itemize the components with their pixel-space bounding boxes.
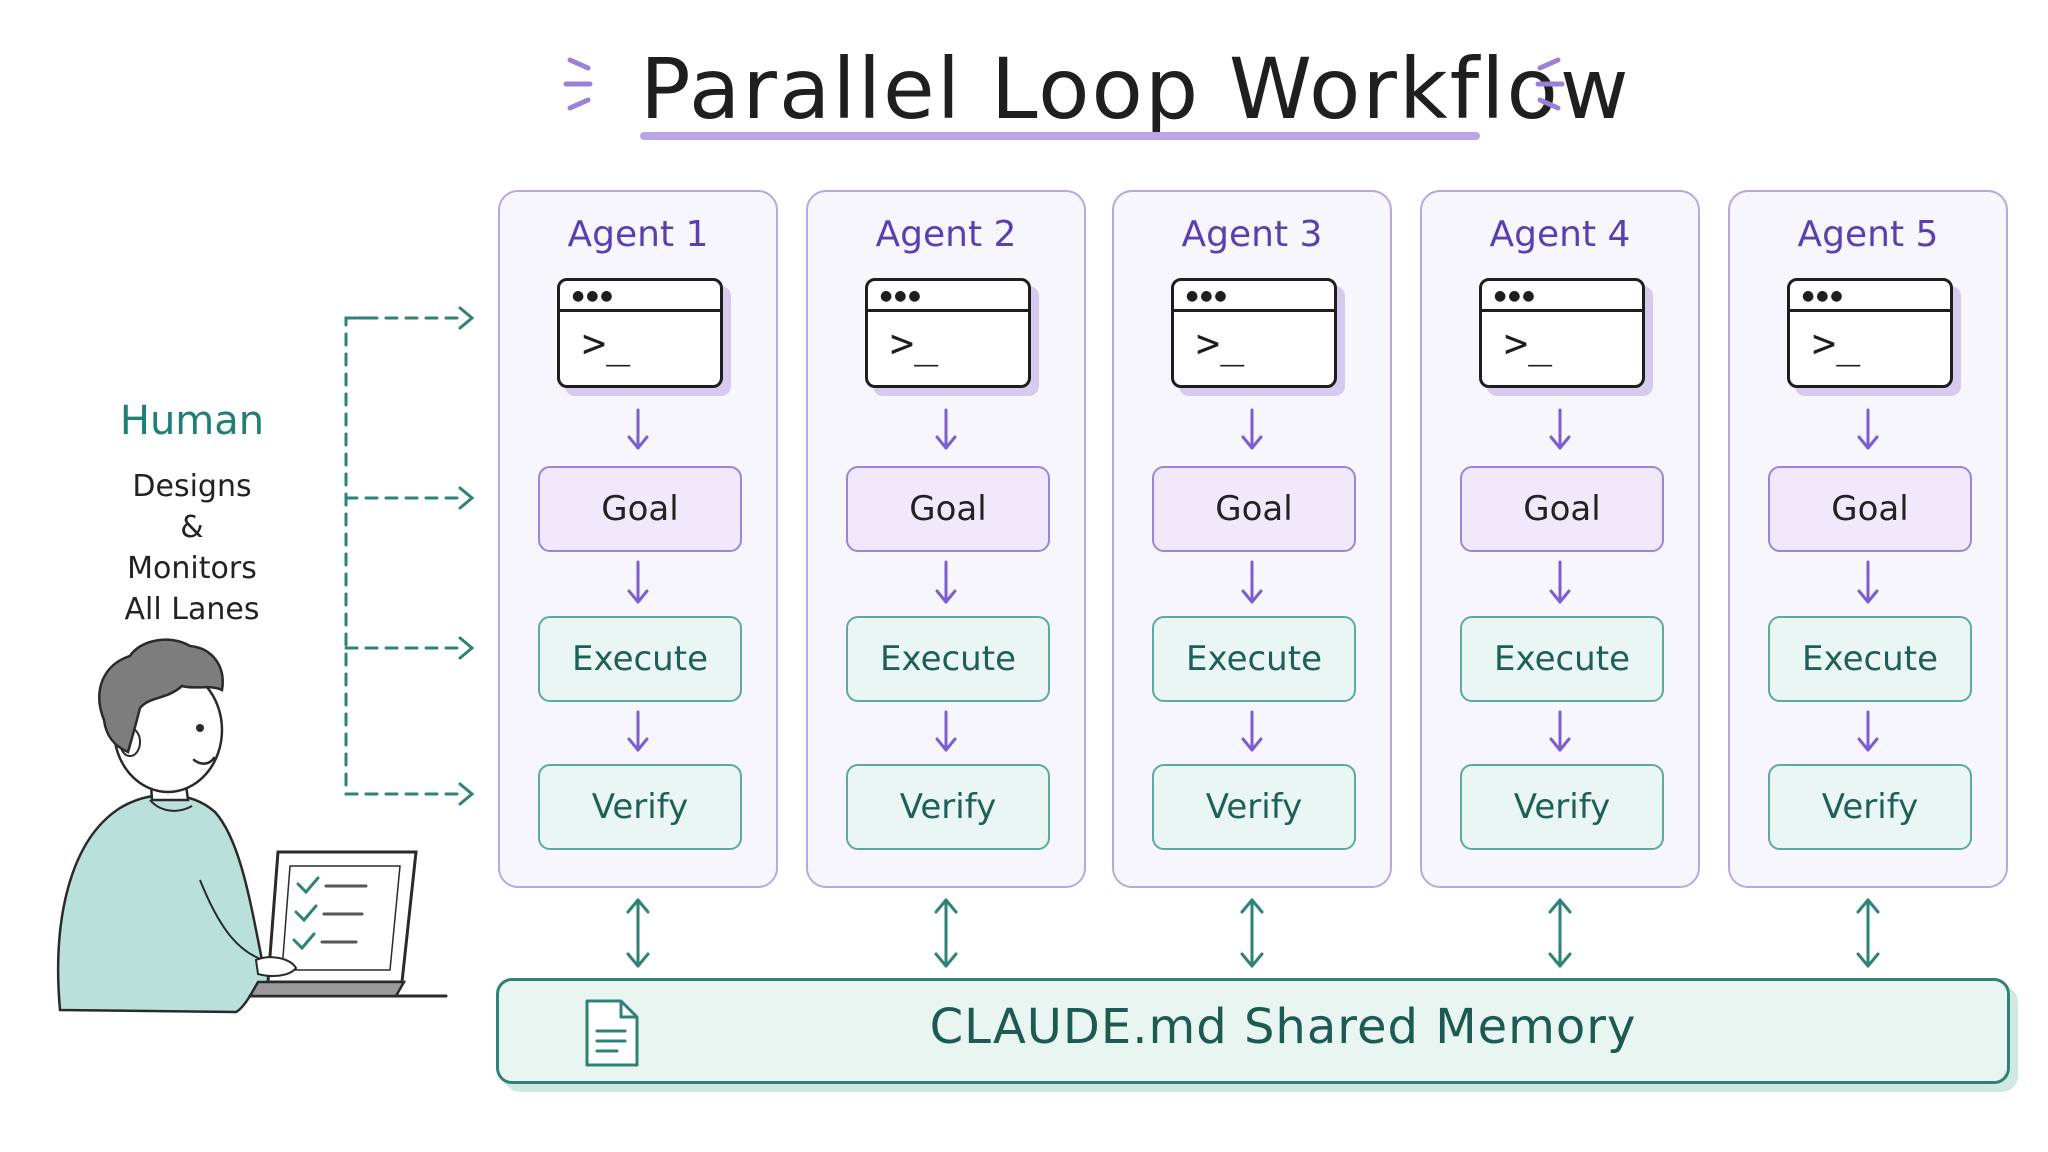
terminal-icon: ●●● >_ — [1787, 278, 1953, 388]
laptop-icon — [247, 850, 418, 998]
verify-step: Verify — [846, 764, 1050, 850]
human-arrow-head — [458, 486, 475, 510]
window-dots-icon: ●●● — [1802, 288, 1845, 304]
goal-step: Goal — [538, 466, 742, 552]
bidirectional-arrow-icon — [626, 898, 650, 968]
execute-step: Execute — [1460, 616, 1664, 702]
window-dots-icon: ●●● — [880, 288, 923, 304]
window-dots-icon: ●●● — [572, 288, 615, 304]
arrow-down-icon — [1857, 710, 1879, 752]
bidirectional-arrow-icon — [1856, 898, 1880, 968]
sparkle-right-icon — [1535, 57, 1565, 111]
human-arrow-head — [458, 306, 475, 330]
goal-step: Goal — [1460, 466, 1664, 552]
sparkle-left-icon — [563, 57, 593, 111]
terminal-prompt: >_ — [582, 321, 631, 367]
human-title: Human — [119, 398, 265, 444]
verify-step: Verify — [1152, 764, 1356, 850]
human-description-line: All Lanes — [124, 592, 260, 627]
title-bar-line — [868, 309, 1028, 312]
arrow-down-icon — [1241, 560, 1263, 604]
shared-memory-bar: CLAUDE.md Shared Memory — [496, 978, 2010, 1084]
goal-step: Goal — [846, 466, 1050, 552]
human-illustration — [56, 316, 460, 1014]
bidirectional-arrow-icon — [934, 898, 958, 968]
terminal-icon: ●●● >_ — [557, 278, 723, 388]
terminal-prompt: >_ — [1812, 321, 1861, 367]
human-arrow-head — [458, 636, 475, 660]
arrow-down-icon — [1241, 408, 1263, 450]
execute-step: Execute — [846, 616, 1050, 702]
terminal-icon: ●●● >_ — [865, 278, 1031, 388]
arrow-down-icon — [1549, 408, 1571, 450]
verify-step: Verify — [538, 764, 742, 850]
arrow-down-icon — [627, 408, 649, 450]
goal-step: Goal — [1768, 466, 1972, 552]
window-dots-icon: ●●● — [1186, 288, 1229, 304]
bidirectional-arrow-icon — [1548, 898, 1572, 968]
monitor-arrows — [344, 316, 460, 796]
terminal-prompt: >_ — [1504, 321, 1553, 367]
window-dots-icon: ●●● — [1494, 288, 1537, 304]
verify-step: Verify — [1768, 764, 1972, 850]
arrow-down-icon — [1549, 560, 1571, 604]
agent-title: Agent 2 — [875, 214, 1017, 255]
human-description-line: Monitors — [127, 551, 257, 586]
terminal-icon: ●●● >_ — [1171, 278, 1337, 388]
arrow-down-icon — [627, 710, 649, 752]
arrow-down-icon — [935, 710, 957, 752]
arrow-down-icon — [627, 560, 649, 604]
arrow-down-icon — [1857, 408, 1879, 450]
agent-title: Agent 5 — [1797, 214, 1939, 255]
execute-step: Execute — [538, 616, 742, 702]
bidirectional-arrow-icon — [1240, 898, 1264, 968]
arrow-down-icon — [935, 408, 957, 450]
goal-step: Goal — [1152, 466, 1356, 552]
terminal-prompt: >_ — [890, 321, 939, 367]
agent-title: Agent 3 — [1181, 214, 1323, 255]
arrow-down-icon — [1549, 710, 1571, 752]
agent-title: Agent 4 — [1489, 214, 1631, 255]
human-description-line: & — [180, 510, 204, 545]
document-icon — [585, 999, 639, 1067]
verify-step: Verify — [1460, 764, 1664, 850]
arrow-down-icon — [1857, 560, 1879, 604]
title-bar-line — [560, 309, 720, 312]
title-bar-line — [1174, 309, 1334, 312]
arrow-down-icon — [1241, 710, 1263, 752]
title-bar-line — [1482, 309, 1642, 312]
arrow-down-icon — [935, 560, 957, 604]
agent-title: Agent 1 — [567, 214, 709, 255]
terminal-prompt: >_ — [1196, 321, 1245, 367]
shared-memory-label: CLAUDE.md Shared Memory — [929, 999, 1637, 1055]
terminal-icon: ●●● >_ — [1479, 278, 1645, 388]
human-arrow-head — [458, 782, 475, 806]
human-description: Designs & Monitors All Lanes — [92, 466, 292, 630]
human-description-line: Designs — [132, 469, 252, 504]
page-title: Parallel Loop Workflow — [640, 40, 1631, 138]
execute-step: Execute — [1152, 616, 1356, 702]
execute-step: Execute — [1768, 616, 1972, 702]
hair-shape — [98, 638, 224, 754]
title-underline — [640, 132, 1480, 140]
title-bar-line — [1790, 309, 1950, 312]
